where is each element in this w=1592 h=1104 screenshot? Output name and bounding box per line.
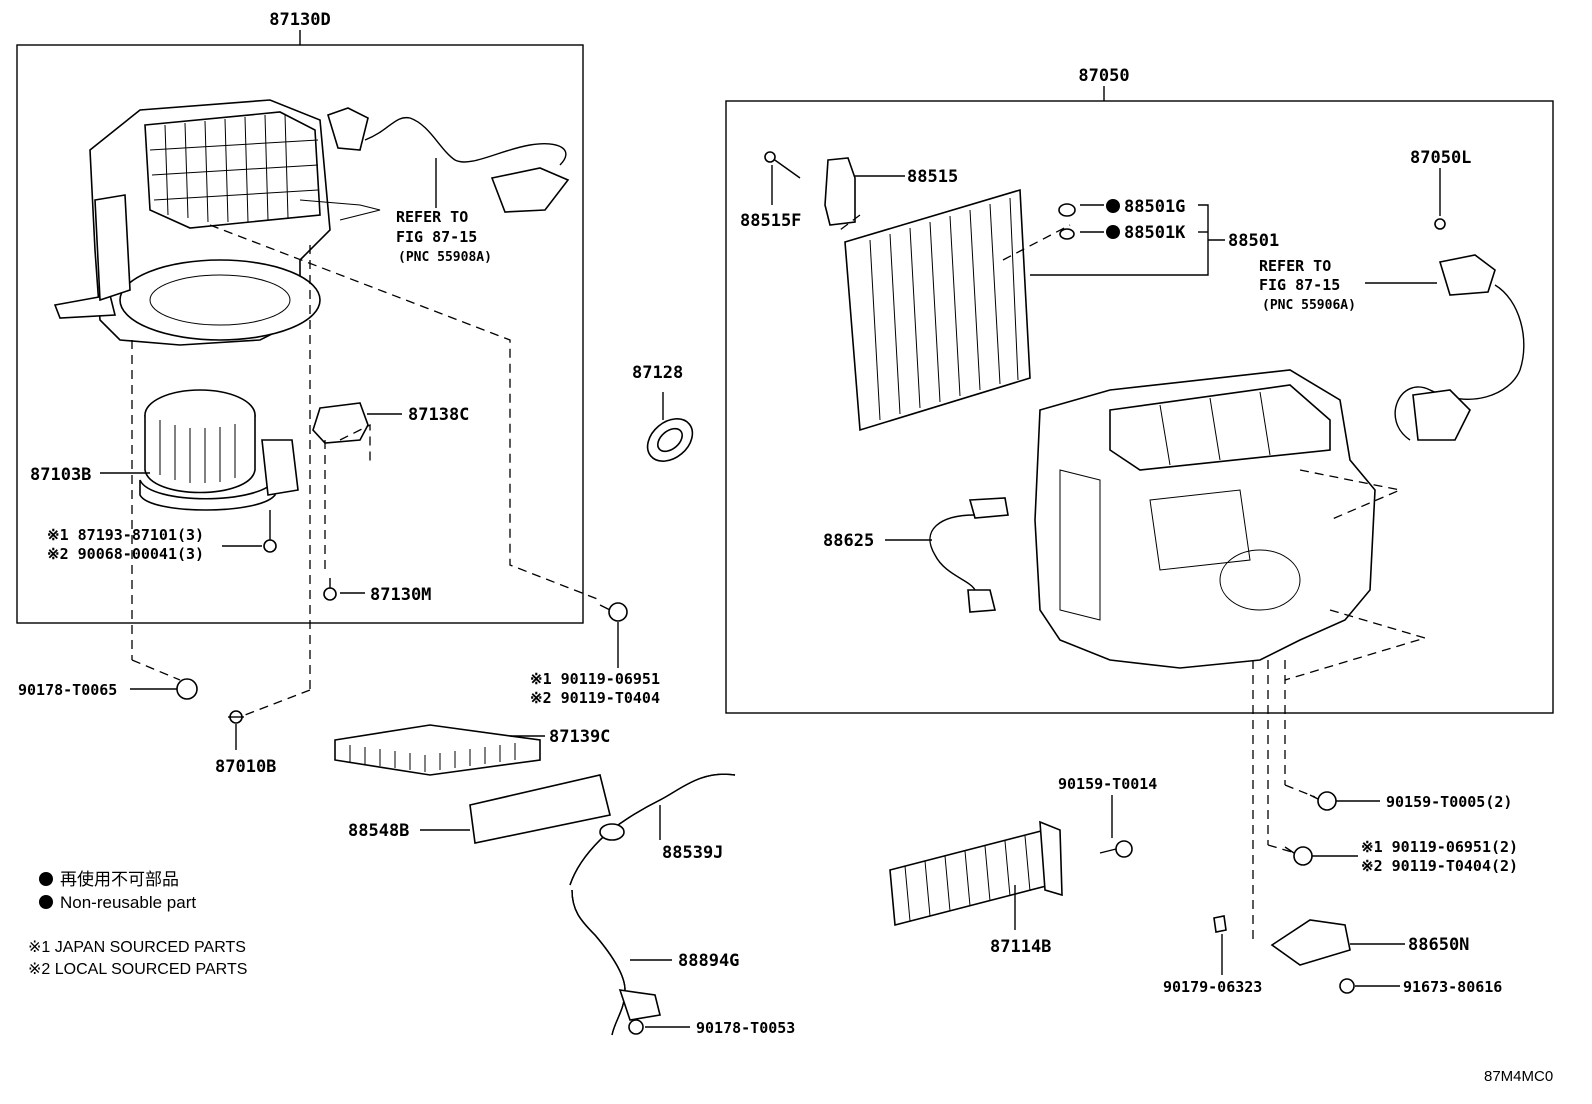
assembly-lines xyxy=(131,214,1428,940)
label-88650n: 88650N xyxy=(1408,935,1469,955)
servo-wire-drawing xyxy=(1394,254,1525,441)
label-90159-t0005: 90159-T0005(2) xyxy=(1386,793,1512,811)
legend-bullet-jp xyxy=(39,872,53,886)
label-87138c: 87138C xyxy=(408,405,469,425)
screw-drawings xyxy=(176,510,628,724)
label-88625: 88625 xyxy=(823,531,874,551)
label-88501k: 88501K xyxy=(1124,223,1186,243)
drain-hose-2-drawing xyxy=(571,889,626,1036)
gasket-drawing xyxy=(646,418,694,462)
label-90119-06951-2: ※1 90119-06951(2) xyxy=(1361,838,1518,856)
legend-bullet-en xyxy=(39,895,53,909)
leader-lines xyxy=(100,158,1441,1028)
legend-nonreusable-en: Non-reusable part xyxy=(60,893,196,912)
refer-right-line1: REFER TO xyxy=(1259,257,1331,275)
label-90068-00041: ※2 90068-00041(3) xyxy=(47,545,204,563)
evaporator-drawing xyxy=(844,188,1076,432)
legend-local-sourced: ※2 LOCAL SOURCED PARTS xyxy=(28,961,247,978)
legend-nonreusable-jp: 再使用不可部品 xyxy=(60,869,179,889)
label-90119-t0404-2: ※2 90119-T0404(2) xyxy=(1361,857,1518,875)
label-87050l: 87050L xyxy=(1410,148,1471,168)
label-88515: 88515 xyxy=(907,167,958,187)
legend: 再使用不可部品 Non-reusable part ※1 JAPAN SOURC… xyxy=(28,869,247,978)
cover-plate-drawing xyxy=(469,774,611,844)
bracket-drawing xyxy=(1270,919,1351,966)
label-87050: 87050 xyxy=(1078,66,1129,86)
screw-drawings-right xyxy=(1099,791,1355,994)
heater-core-drawing xyxy=(889,820,1063,927)
label-88548b: 88548B xyxy=(348,821,409,841)
label-90159-t0014: 90159-T0014 xyxy=(1058,775,1157,793)
part-labels: 87130D 87050 REFER TO FIG 87-15 (PNC 559… xyxy=(18,10,1518,1037)
nonreusable-bullet-88501k xyxy=(1106,225,1120,239)
label-87130d: 87130D xyxy=(269,10,330,30)
blower-motor-drawing xyxy=(139,389,299,511)
label-90119-06951: ※1 90119-06951 xyxy=(530,670,660,688)
label-87010b: 87010B xyxy=(215,757,276,777)
connector-wire-drawing xyxy=(327,107,570,213)
air-filter-drawing xyxy=(334,724,541,776)
unit-assembly-frame xyxy=(725,100,1554,714)
label-88515f: 88515F xyxy=(740,211,801,231)
refer-left-line1: REFER TO xyxy=(396,208,468,226)
label-87193-87101: ※1 87193-87101(3) xyxy=(47,526,204,544)
label-88539j: 88539J xyxy=(662,843,723,863)
sensor-drawing xyxy=(929,497,1009,613)
refer-right-line3: (PNC 55906A) xyxy=(1262,298,1356,313)
label-87114b: 87114B xyxy=(990,937,1051,957)
label-90178-t0065: 90178-T0065 xyxy=(18,681,117,699)
refer-right-line2: FIG 87-15 xyxy=(1259,276,1340,294)
refer-left-line3: (PNC 55908A) xyxy=(398,250,492,265)
resistor-drawing xyxy=(312,402,369,444)
expansion-valve-drawing xyxy=(764,151,856,226)
label-90178-t0053: 90178-T0053 xyxy=(696,1019,795,1037)
label-87139c: 87139C xyxy=(549,727,610,747)
blower-housing-drawing xyxy=(53,99,381,346)
label-87103b: 87103B xyxy=(30,465,91,485)
label-88894g: 88894G xyxy=(678,951,739,971)
label-91673-80616: 91673-80616 xyxy=(1403,978,1502,996)
hvac-case-drawing xyxy=(1034,369,1376,669)
label-88501: 88501 xyxy=(1228,231,1279,251)
label-87128: 87128 xyxy=(632,363,683,383)
diagram-code: 87M4MC0 xyxy=(1484,1068,1553,1085)
legend-japan-sourced: ※1 JAPAN SOURCED PARTS xyxy=(28,939,246,956)
label-88501g: 88501G xyxy=(1124,197,1185,217)
label-87130m: 87130M xyxy=(370,585,431,605)
nonreusable-bullet-88501g xyxy=(1106,199,1120,213)
screw-87050l-drawing xyxy=(1434,218,1446,230)
label-90179-06323: 90179-06323 xyxy=(1163,978,1262,996)
label-90119-t0404: ※2 90119-T0404 xyxy=(530,689,660,707)
refer-left-line2: FIG 87-15 xyxy=(396,228,477,246)
